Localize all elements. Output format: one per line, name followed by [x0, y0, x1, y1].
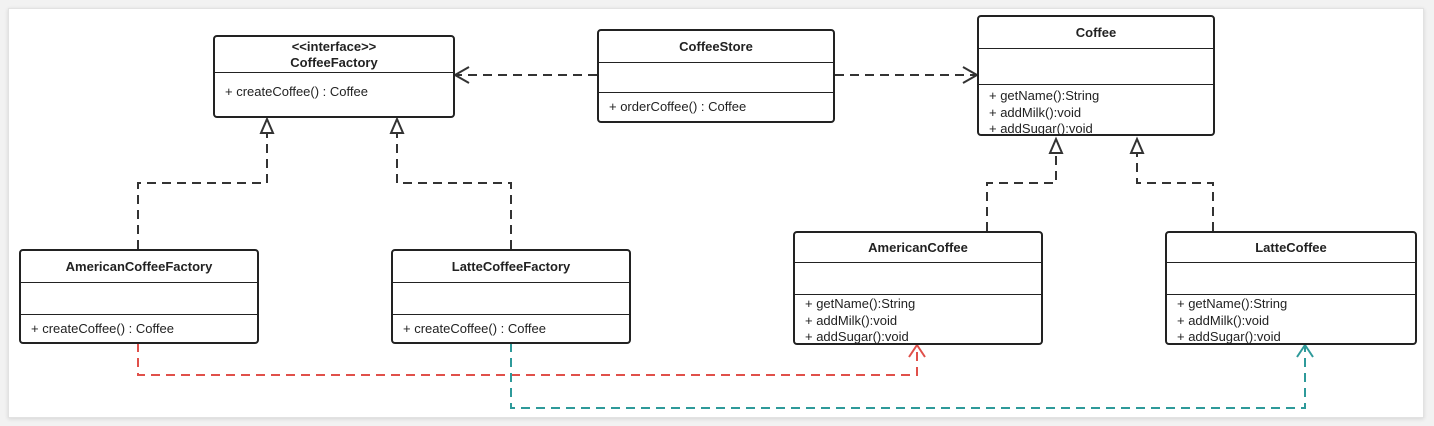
attributes-section	[1167, 263, 1415, 295]
class-coffee-store[interactable]: CoffeeStore + orderCoffee() : Coffee	[597, 29, 835, 123]
class-american-coffee-factory[interactable]: AmericanCoffeeFactory + createCoffee() :…	[19, 249, 259, 344]
diagram-canvas: <<interface>> CoffeeFactory + createCoff…	[8, 8, 1424, 418]
attributes-section	[795, 263, 1041, 295]
class-header: LatteCoffee	[1167, 233, 1415, 263]
attributes-section	[21, 283, 257, 315]
method: + addSugar():void	[805, 329, 909, 344]
method: + addMilk():void	[1177, 312, 1270, 328]
methods-list: + orderCoffee() : Coffee	[599, 93, 833, 116]
method: + getName():String	[805, 296, 916, 311]
class-coffee-factory[interactable]: <<interface>> CoffeeFactory + createCoff…	[213, 35, 455, 118]
methods-list: + getName():String + addMilk():void + ad…	[795, 295, 1041, 346]
class-name: CoffeeStore	[679, 38, 753, 54]
methods-list: + createCoffee() : Coffee	[215, 73, 453, 101]
dependency-latte-factory-to-latte-coffee	[510, 343, 1314, 409]
method: + addSugar():void	[1177, 329, 1281, 344]
class-header: AmericanCoffee	[795, 233, 1041, 263]
class-header: CoffeeStore	[599, 31, 833, 63]
method: + orderCoffee() : Coffee	[609, 99, 747, 114]
stereotype-label: <<interface>>	[291, 38, 377, 54]
method: + addSugar():void	[989, 121, 1093, 136]
class-header: Coffee	[979, 17, 1213, 49]
method: + getName():String	[1177, 296, 1288, 311]
method: + createCoffee() : Coffee	[403, 321, 546, 336]
class-latte-coffee-factory[interactable]: LatteCoffeeFactory + createCoffee() : Co…	[391, 249, 631, 344]
class-name: LatteCoffeeFactory	[451, 258, 571, 274]
class-header: LatteCoffeeFactory	[393, 251, 629, 283]
class-name: AmericanCoffee	[868, 239, 968, 255]
attributes-section	[393, 283, 629, 315]
class-latte-coffee[interactable]: LatteCoffee + getName():String + addMilk…	[1165, 231, 1417, 345]
method: + addMilk():void	[805, 312, 898, 328]
class-header: AmericanCoffeeFactory	[21, 251, 257, 283]
methods-list: + getName():String + addMilk():void + ad…	[979, 85, 1213, 138]
methods-list: + createCoffee() : Coffee	[21, 315, 257, 338]
class-american-coffee[interactable]: AmericanCoffee + getName():String + addM…	[793, 231, 1043, 345]
realization-latte-factory	[389, 116, 512, 249]
class-name: CoffeeFactory	[290, 54, 378, 70]
methods-list: + getName():String + addMilk():void + ad…	[1167, 295, 1415, 346]
realization-american-factory	[137, 116, 275, 249]
relationship-lines	[137, 66, 1314, 409]
dependency-american-factory-to-american-coffee	[137, 343, 926, 376]
realization-latte-coffee	[1129, 136, 1214, 231]
class-name: Coffee	[1075, 24, 1117, 40]
class-name: AmericanCoffeeFactory	[65, 258, 213, 274]
class-coffee[interactable]: Coffee + getName():String + addMilk():vo…	[977, 15, 1215, 136]
dependency-store-to-factory	[452, 66, 597, 84]
method: + getName():String	[989, 88, 1100, 103]
class-header: <<interface>> CoffeeFactory	[215, 37, 453, 73]
methods-list: + createCoffee() : Coffee	[393, 315, 629, 338]
dependency-store-to-coffee	[835, 66, 980, 84]
class-name: LatteCoffee	[1255, 239, 1327, 255]
method: + createCoffee() : Coffee	[31, 321, 174, 336]
attributes-section	[979, 49, 1213, 85]
method: + addMilk():void	[989, 104, 1082, 120]
attributes-section	[599, 63, 833, 93]
method: + createCoffee() : Coffee	[225, 84, 368, 99]
realization-american-coffee	[986, 136, 1064, 231]
